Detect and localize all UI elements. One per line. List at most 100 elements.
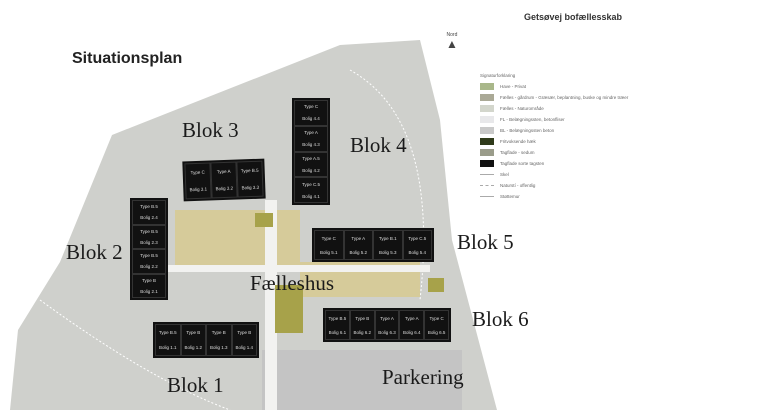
legend-swatch xyxy=(480,160,494,167)
unit-number: Bolig 1.4 xyxy=(235,345,253,350)
legend-label: Fælles - Naturområde xyxy=(500,106,544,111)
unit-type: Type B.5 xyxy=(140,204,158,210)
unit-type: Type A.5 xyxy=(302,155,320,161)
legend-item: BL - Belægningssten beton xyxy=(480,125,628,136)
label-blok-6: Blok 6 xyxy=(472,307,529,331)
unit-number: Bolig 1.3 xyxy=(209,345,228,350)
legend-item: Tagflade - sedum xyxy=(480,147,628,158)
unit-number: Bolig 6.1 xyxy=(328,329,347,335)
legend-label: Tagflade - sedum xyxy=(500,150,535,155)
page-title: Situationsplan xyxy=(72,50,183,67)
courtyard xyxy=(175,210,300,265)
unit-type: Type B.5 xyxy=(140,253,158,259)
unit-number: Bolig 3.3 xyxy=(241,184,260,191)
unit-number: Bolig 5.4 xyxy=(408,249,426,255)
label-blok-2: Blok 2 xyxy=(66,240,123,264)
dwelling-unit: Type B Bolig 6.2 xyxy=(349,310,375,340)
faelleshus-roof xyxy=(275,285,303,333)
unit-type: Type B.1 xyxy=(378,235,397,241)
label-parkering: Parkering xyxy=(382,365,464,389)
unit-type: Type B xyxy=(211,330,226,335)
label-blok-1: Blok 1 xyxy=(167,373,224,397)
unit-type: Type B.5 xyxy=(140,228,158,234)
legend-swatch xyxy=(480,149,494,156)
unit-type: Type A xyxy=(380,315,394,321)
legend-swatch xyxy=(480,94,494,101)
unit-type: Type A xyxy=(351,235,366,241)
unit-type: Type B xyxy=(141,277,156,283)
legend-label: BL - Belægningssten beton xyxy=(500,128,555,133)
unit-type: Type C xyxy=(303,104,319,110)
unit-number: Bolig 5.3 xyxy=(378,249,397,255)
unit-number: Bolig 6.4 xyxy=(403,329,421,335)
unit-number: Bolig 5.1 xyxy=(319,249,338,255)
legend-label: Have - Privat xyxy=(500,84,527,89)
north-label: Nord xyxy=(446,32,458,38)
unit-type: Type B xyxy=(237,330,252,335)
legend-swatch xyxy=(480,185,494,186)
legend-item: FL - Belægningssten, betonfliser xyxy=(480,114,628,125)
unit-type: Type C.5 xyxy=(301,181,320,187)
legend-swatch xyxy=(480,83,494,90)
legend-item: Tagflade sorte tagsten xyxy=(480,158,628,169)
unit-number: Bolig 1.1 xyxy=(158,345,177,350)
legend-label: Skel xyxy=(500,172,509,177)
unit-number: Bolig 5.2 xyxy=(349,249,367,255)
legend-label: Naturstí - offentlig xyxy=(500,183,536,188)
legend-item: Fritvoksende hæk xyxy=(480,136,628,147)
legend-swatch xyxy=(480,138,494,145)
path xyxy=(265,200,277,410)
unit-type: Type A xyxy=(304,130,318,136)
planting xyxy=(428,278,444,292)
legend-label: FL - Belægningssten, betonfliser xyxy=(500,117,565,122)
legend-item: Støttemur xyxy=(480,191,628,202)
label-faelleshus: Fælleshus xyxy=(250,271,335,295)
dwelling-unit: Type C Bolig 6.5 xyxy=(424,310,449,340)
unit-number: Bolig 1.2 xyxy=(184,345,202,350)
label-blok-5: Blok 5 xyxy=(457,230,514,254)
legend-swatch xyxy=(480,196,494,197)
unit-type: Type C xyxy=(321,235,336,241)
label-blok-4: Blok 4 xyxy=(350,133,407,157)
unit-number: Bolig 2.3 xyxy=(140,239,158,245)
legend-item: Fælles - gårdrum - Græsær, beplantning, … xyxy=(480,92,628,103)
dwelling-unit: Type C Bolig 5.1 xyxy=(314,230,344,260)
unit-number: Bolig 6.2 xyxy=(353,329,371,335)
unit-type: Type A xyxy=(216,168,231,175)
legend-label: Støttemur xyxy=(500,194,520,199)
unit-type: Type B.5 xyxy=(240,167,259,174)
unit-type: Type C.5 xyxy=(408,235,427,241)
legend-item: Fælles - Naturområde xyxy=(480,103,628,114)
label-blok-3: Blok 3 xyxy=(182,118,239,142)
unit-number: Bolig 4.1 xyxy=(302,193,320,199)
legend-label: Fritvoksende hæk xyxy=(500,139,536,144)
unit-number: Bolig 6.5 xyxy=(427,329,446,335)
unit-number: Bolig 2.1 xyxy=(140,288,158,294)
legend-label: Tagflade sorte tagsten xyxy=(500,161,545,166)
unit-type: Type C xyxy=(190,169,205,176)
project-title: Getsøvej bofællesskab xyxy=(524,12,623,22)
unit-type: Type B.5 xyxy=(158,330,177,335)
legend-swatch xyxy=(480,174,494,175)
unit-type: Type C xyxy=(429,315,444,321)
unit-type: Type B xyxy=(355,315,370,321)
